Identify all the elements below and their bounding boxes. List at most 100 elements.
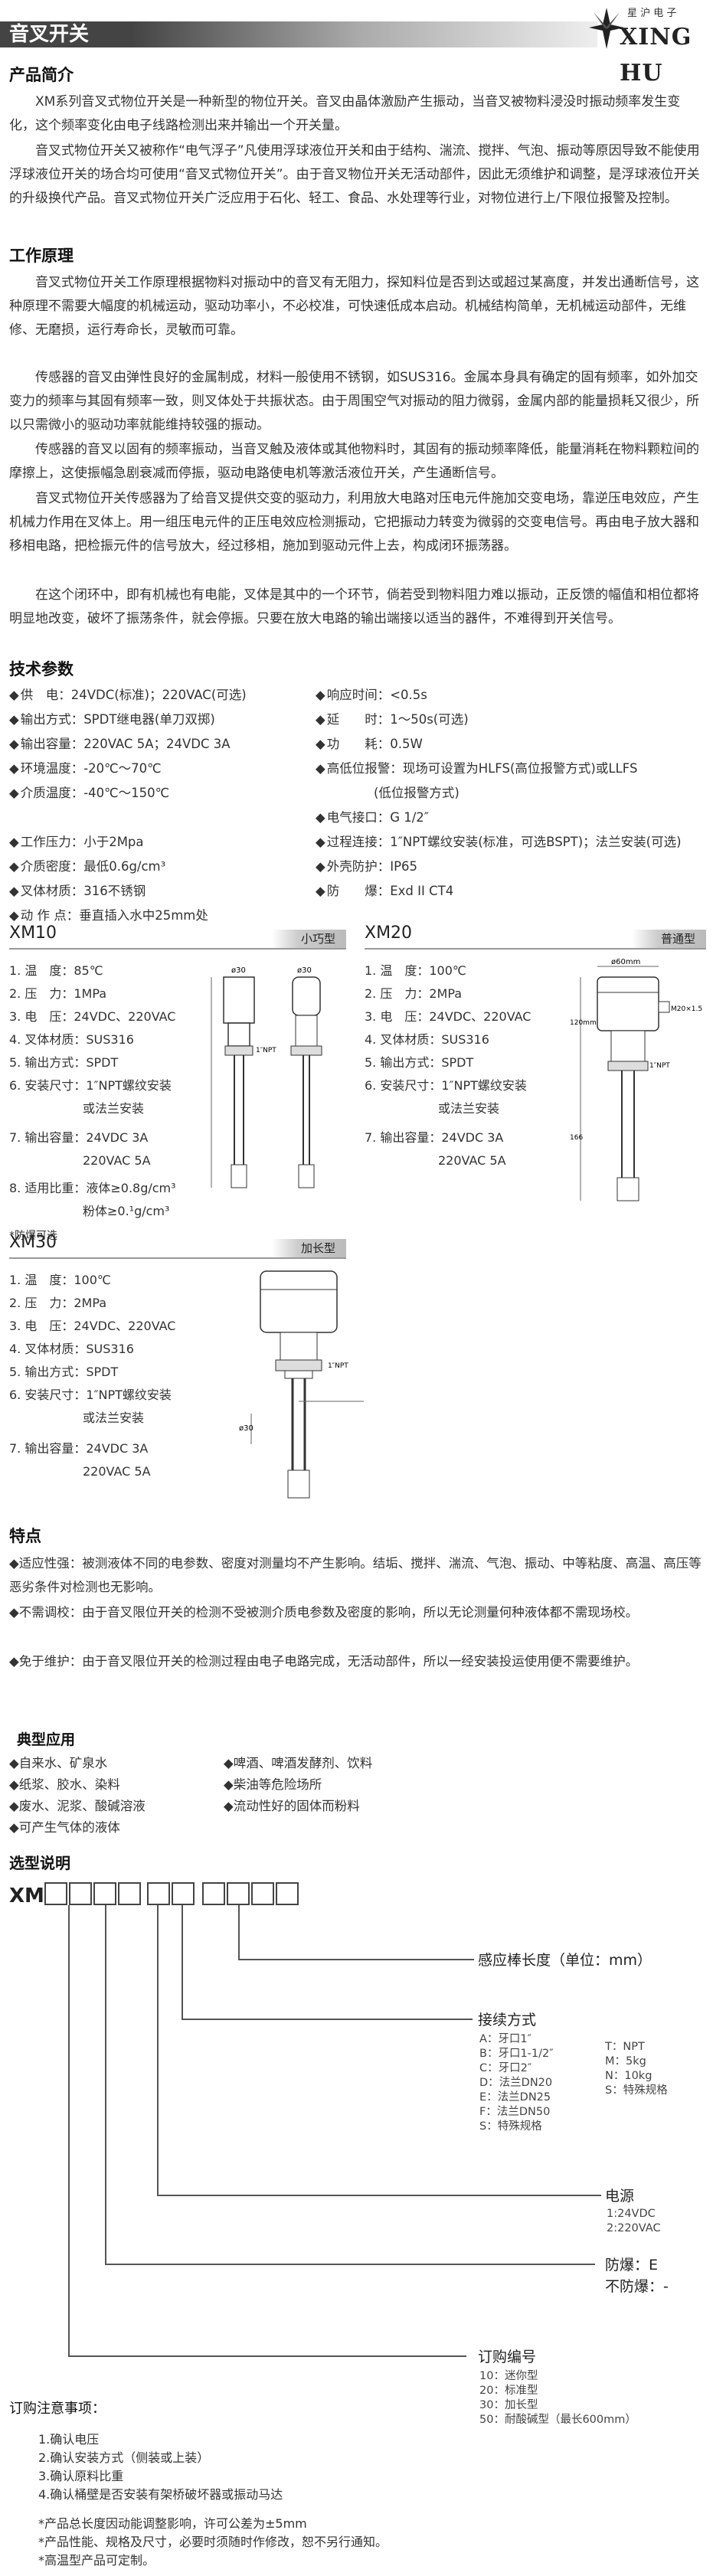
- xm20-line-0: 1. 温 度：100℃: [365, 963, 466, 978]
- conn-a-2: C：牙口2″: [479, 2062, 532, 2074]
- xm20-side: M20×1.5: [671, 1005, 702, 1013]
- xm10-line-3: 4. 叉体材质：SUS316: [9, 1032, 134, 1047]
- conn-a-4: E：法兰DN25: [479, 2091, 551, 2104]
- conn-a-0: A：牙口1″: [479, 2033, 532, 2045]
- xm10-drawing: ø30 ø30 1″NPT: [211, 966, 322, 1188]
- xm30-tag: 加长型: [271, 1239, 346, 1257]
- spec-left-8: 动 作 点：垂直插入水中25mm处: [9, 906, 208, 926]
- line-length: [238, 1905, 240, 1960]
- xm10-thread: 1″NPT: [256, 1047, 276, 1054]
- order-opt-0: 10：迷你型: [479, 2370, 538, 2382]
- xm10-line-8: 220VAC 5A: [9, 1153, 151, 1168]
- line-order-h: [68, 2355, 466, 2357]
- xm20-line-2: 3. 电 压：24VDC、220VAC: [365, 1009, 531, 1024]
- xm10-dia1: ø30: [231, 966, 246, 975]
- principle-p2: 传感器的音叉由弹性良好的金属制成，材料一般使用不锈钢，如SUS316。金属本身具…: [9, 370, 699, 433]
- line-conn: [182, 1905, 183, 2020]
- select-prefix: XM: [9, 1885, 44, 1907]
- xm20-line-8: 220VAC 5A: [365, 1153, 506, 1168]
- spec-right-8: 防 爆：Exd II CT4: [316, 881, 453, 901]
- line-ex-h: [105, 2264, 595, 2265]
- note-1: 2.确认安装方式（侧装或上装）: [38, 2450, 210, 2465]
- note-0: 1.确认电压: [38, 2432, 100, 2447]
- select-heading: 选型说明: [9, 1854, 70, 1872]
- xm30-line-4: 5. 输出方式：SPDT: [9, 1365, 119, 1379]
- spec-left-6: 介质密度：最低0.6g/cm³: [9, 857, 166, 877]
- line-power-h: [157, 2195, 601, 2196]
- spec-left-4: 介质温度：-40℃～150℃: [9, 783, 170, 803]
- xm20-line-7: 7. 输出容量：24VDC 3A: [365, 1130, 504, 1145]
- xm30-drawing: ø30 1″NPT: [239, 1270, 364, 1499]
- line-order: [68, 1905, 70, 2357]
- xm10-line-6: 或法兰安装: [9, 1101, 145, 1116]
- logo-en: XING HU: [620, 24, 692, 87]
- code-box-4: [118, 1882, 141, 1905]
- xm30-line-6: 或法兰安装: [9, 1411, 145, 1425]
- app-right-0: ◆啤酒、啤酒发酵剂、饮料: [224, 1756, 373, 1770]
- conn-a-5: F：法兰DN50: [479, 2106, 551, 2118]
- feature-1: ◆不需调校：由于音叉限位开关的检测不受被测介质电参数及密度的影响，所以无论测量何…: [9, 1605, 639, 1620]
- app-right-2: ◆流动性好的固体而粉料: [224, 1799, 360, 1813]
- header: 音叉开关 星 沪 电 子 XING HU: [0, 0, 713, 87]
- spec-right-6: 过程连接：1″NPT螺纹安装(标准，可选BSPT)；法兰安装(可选): [316, 832, 682, 852]
- xm30-line-1: 2. 压 力：2MPa: [9, 1296, 107, 1310]
- xm10-line-1: 2. 压 力：1MPa: [9, 986, 107, 1001]
- xm20-h1: 120mm: [570, 1019, 597, 1027]
- xm10-line-7: 7. 输出容量：24VDC 3A: [9, 1130, 149, 1145]
- xm20-thread: 1″NPT: [649, 1062, 670, 1070]
- app-left-3: ◆可产生气体的液体: [9, 1820, 120, 1835]
- order-opt-3: 50：耐酸碱型（最长600mm）: [479, 2414, 636, 2426]
- conn-label: 接续方式: [478, 2012, 537, 2028]
- conn-a-3: D：法兰DN20: [479, 2077, 553, 2089]
- code-box-3: [93, 1882, 116, 1905]
- xm10-dia2: ø30: [297, 966, 312, 975]
- spec-left-2: 输出容量：220VAC 5A；24VDC 3A: [9, 734, 231, 754]
- spec-right-1: 延 时：1～50s(可选): [316, 710, 469, 730]
- note-2: 3.确认原料比重: [38, 2469, 124, 2483]
- feature-2: ◆免于维护：由于音叉限位开关的检测过程由电子电路完成，无活动部件，所以一经安装投…: [9, 1654, 639, 1669]
- code-box-6: [172, 1882, 195, 1905]
- company-logo: 星 沪 电 子 XING HU: [587, 5, 702, 87]
- page-title: 音叉开关: [9, 23, 90, 46]
- intro-p1: XM系列音叉式物位开关是一种新型的物位开关。音叉由晶体激励产生振动，当音叉被物料…: [9, 94, 681, 133]
- nex-label: 不防爆：-: [605, 2278, 669, 2295]
- app-left-2: ◆废水、泥浆、酸碱溶液: [9, 1799, 146, 1813]
- xm30-line-7: 7. 输出容量：24VDC 3A: [9, 1441, 149, 1456]
- conn-b-0: T：NPT: [605, 2041, 645, 2053]
- spec-right-5: 电气接口：G 1/2″: [316, 808, 429, 828]
- conn-b-2: N：10kg: [605, 2070, 652, 2082]
- principle-p5: 在这个闭环中，即有机械也有电能，叉体是其中的一个环节，倘若受到物料阻力难以振动，…: [9, 587, 699, 626]
- xm20-h2: 166: [570, 1134, 583, 1142]
- note-extra-2: *高温型产品可定制。: [38, 2553, 155, 2568]
- xm20-line-1: 2. 压 力：2MPa: [365, 986, 463, 1001]
- xm20-line-3: 4. 叉体材质：SUS316: [365, 1032, 489, 1047]
- app-right-1: ◆柴油等危险场所: [224, 1777, 322, 1792]
- xm10-line-2: 3. 电 压：24VDC、220VAC: [9, 1009, 176, 1024]
- xm30-name: XM30: [9, 1232, 57, 1252]
- power-opt-0: 1:24VDC: [607, 2208, 656, 2220]
- xm10-note: *防爆可选: [9, 1230, 57, 1242]
- note-3: 4.确认桶壁是否安装有架桥破坏器或振动马达: [38, 2487, 283, 2502]
- code-box-9: [251, 1882, 274, 1905]
- xm10-line-4: 5. 输出方式：SPDT: [9, 1055, 119, 1070]
- xm30-line-8: 220VAC 5A: [9, 1464, 151, 1479]
- xm20-drawing: ø60mm M20×1.5 120mm 166 1″NPT: [570, 958, 702, 1201]
- conn-a-1: B：牙口1-1/2″: [479, 2048, 554, 2060]
- spec-left-3: 环境温度：-20℃～70℃: [9, 759, 162, 779]
- xm10-line-5: 6. 安装尺寸：1″NPT螺纹安装: [9, 1078, 172, 1093]
- code-box-7: [202, 1882, 225, 1905]
- ex-label: 防爆：E: [605, 2257, 659, 2274]
- conn-a-6: S：特殊规格: [479, 2120, 542, 2133]
- principle-p1: 音叉式物位开关工作原理根据物料对振动中的音叉有无阻力，探知料位是否到达或超过某高…: [9, 275, 699, 338]
- star-logo-icon: [589, 8, 624, 49]
- conn-b-3: S：特殊规格: [605, 2084, 668, 2097]
- order-opt-2: 30：加长型: [479, 2399, 538, 2411]
- spec-right-2: 功 耗：0.5W: [316, 734, 423, 754]
- notes-heading: 订购注意事项：: [9, 2401, 106, 2417]
- code-box-5: [147, 1882, 170, 1905]
- xm30-dia: ø30: [239, 1424, 253, 1433]
- xm10-line-0: 1. 温 度：85℃: [9, 963, 103, 978]
- xm30-thread: 1″NPT: [328, 1362, 348, 1370]
- power-opt-1: 2:220VAC: [607, 2222, 661, 2234]
- app-left-0: ◆自来水、矿泉水: [9, 1756, 108, 1770]
